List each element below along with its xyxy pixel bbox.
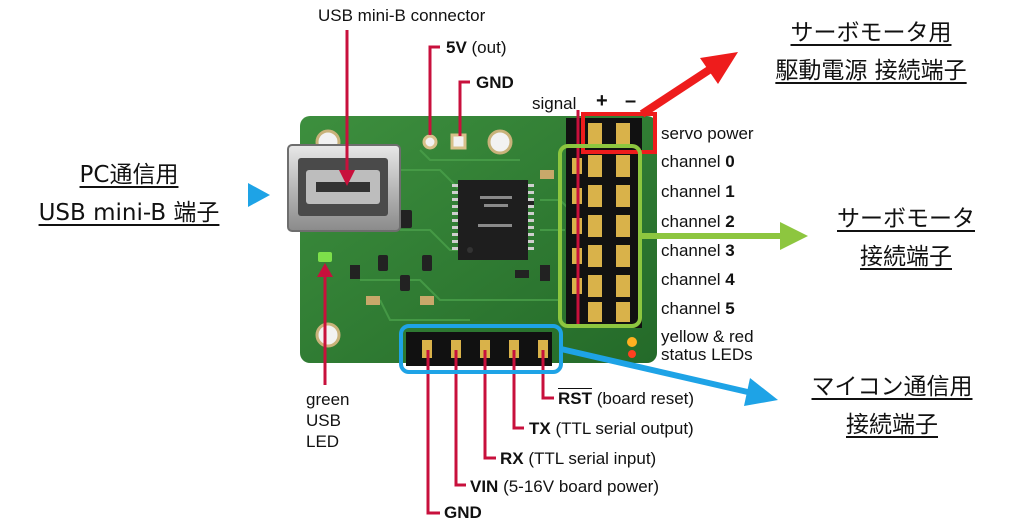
status-leds-label: yellow & red status LEDs bbox=[661, 328, 754, 364]
mcu-jp-line2: 接続端子 bbox=[846, 412, 938, 438]
channel-number: 4 bbox=[725, 270, 735, 289]
status-leds-line2: status LEDs bbox=[661, 345, 753, 364]
channel-number: 1 bbox=[725, 182, 735, 201]
channel-3-label: channel 3 bbox=[661, 241, 735, 261]
green-usb-led-line3: LED bbox=[306, 432, 340, 451]
gnd-bottom-label: GND bbox=[444, 503, 482, 522]
channel-4-label: channel 4 bbox=[661, 270, 735, 290]
servo-power-highlight bbox=[581, 112, 657, 154]
servo-power-jp-line2: 駆動電源 接続端子 bbox=[775, 58, 967, 84]
green-led-graphic bbox=[318, 252, 332, 262]
channel-word: channel bbox=[661, 241, 726, 260]
channel-2-label: channel 2 bbox=[661, 212, 735, 232]
servo-power-label: servo power bbox=[661, 124, 754, 143]
red-led-graphic bbox=[628, 350, 636, 358]
channel-word: channel bbox=[661, 270, 726, 289]
status-leds-line1: yellow & red bbox=[661, 327, 754, 346]
vin-rest: (5-16V board power) bbox=[498, 477, 659, 496]
serial-header-graphic bbox=[406, 332, 552, 366]
channel-number: 0 bbox=[725, 152, 735, 171]
channel-number: 3 bbox=[725, 241, 735, 260]
5v-label: 5V (out) bbox=[446, 38, 506, 58]
5v-label-bold: 5V bbox=[446, 38, 467, 57]
green-arrow bbox=[640, 222, 808, 250]
vin-label: VIN (5-16V board power) bbox=[470, 477, 659, 497]
channel-word: channel bbox=[661, 299, 726, 318]
green-usb-led-line1: green bbox=[306, 390, 350, 409]
tx-rest: (TTL serial output) bbox=[550, 419, 694, 438]
blue-triangle-pointer bbox=[248, 183, 270, 207]
minus-label: – bbox=[625, 90, 637, 112]
rx-label: RX (TTL serial input) bbox=[500, 449, 656, 469]
signal-label: signal bbox=[532, 94, 577, 113]
red-arrow bbox=[639, 52, 738, 118]
tx-bold: TX bbox=[529, 419, 551, 438]
gnd-top-label: GND bbox=[476, 73, 514, 92]
plus-label: + bbox=[596, 90, 608, 112]
channel-word: channel bbox=[661, 212, 726, 231]
channel-word: channel bbox=[661, 182, 726, 201]
vin-bold: VIN bbox=[470, 477, 499, 496]
rx-bold: RX bbox=[500, 449, 524, 468]
servo-jp-line1: サーボモータ bbox=[837, 206, 975, 232]
channel-5-label: channel 5 bbox=[661, 299, 735, 319]
5v-label-rest: (out) bbox=[466, 38, 507, 57]
rst-bold: RST bbox=[558, 389, 592, 408]
servo-jp-line2: 接続端子 bbox=[860, 244, 952, 270]
mcu-jp-line1: マイコン通信用 bbox=[811, 374, 973, 400]
pcb-board bbox=[287, 116, 657, 366]
servo-power-jp-line1: サーボモータ用 bbox=[790, 20, 952, 46]
rx-rest: (TTL serial input) bbox=[523, 449, 657, 468]
tx-label: TX (TTL serial output) bbox=[529, 419, 694, 439]
green-usb-led-line2: USB bbox=[306, 411, 341, 430]
usb-connector-graphic bbox=[287, 144, 401, 232]
channel-number: 5 bbox=[725, 299, 735, 318]
blue-arrow bbox=[560, 346, 778, 406]
channel-number: 2 bbox=[725, 212, 735, 231]
channel-0-label: channel 0 bbox=[661, 152, 735, 172]
channel-word: channel bbox=[661, 152, 726, 171]
pc-jp-line1: PC通信用 bbox=[79, 162, 179, 188]
usb-connector-label: USB mini-B connector bbox=[318, 6, 486, 25]
channel-1-label: channel 1 bbox=[661, 182, 735, 202]
microcontroller-chip bbox=[452, 180, 534, 260]
pc-jp-line2: USB mini-B 端子 bbox=[38, 200, 220, 226]
yellow-led-graphic bbox=[627, 337, 637, 347]
rst-rest: (board reset) bbox=[592, 389, 695, 408]
rst-label: RST (board reset) bbox=[558, 389, 694, 409]
green-usb-led-label: green USB LED bbox=[306, 389, 349, 452]
